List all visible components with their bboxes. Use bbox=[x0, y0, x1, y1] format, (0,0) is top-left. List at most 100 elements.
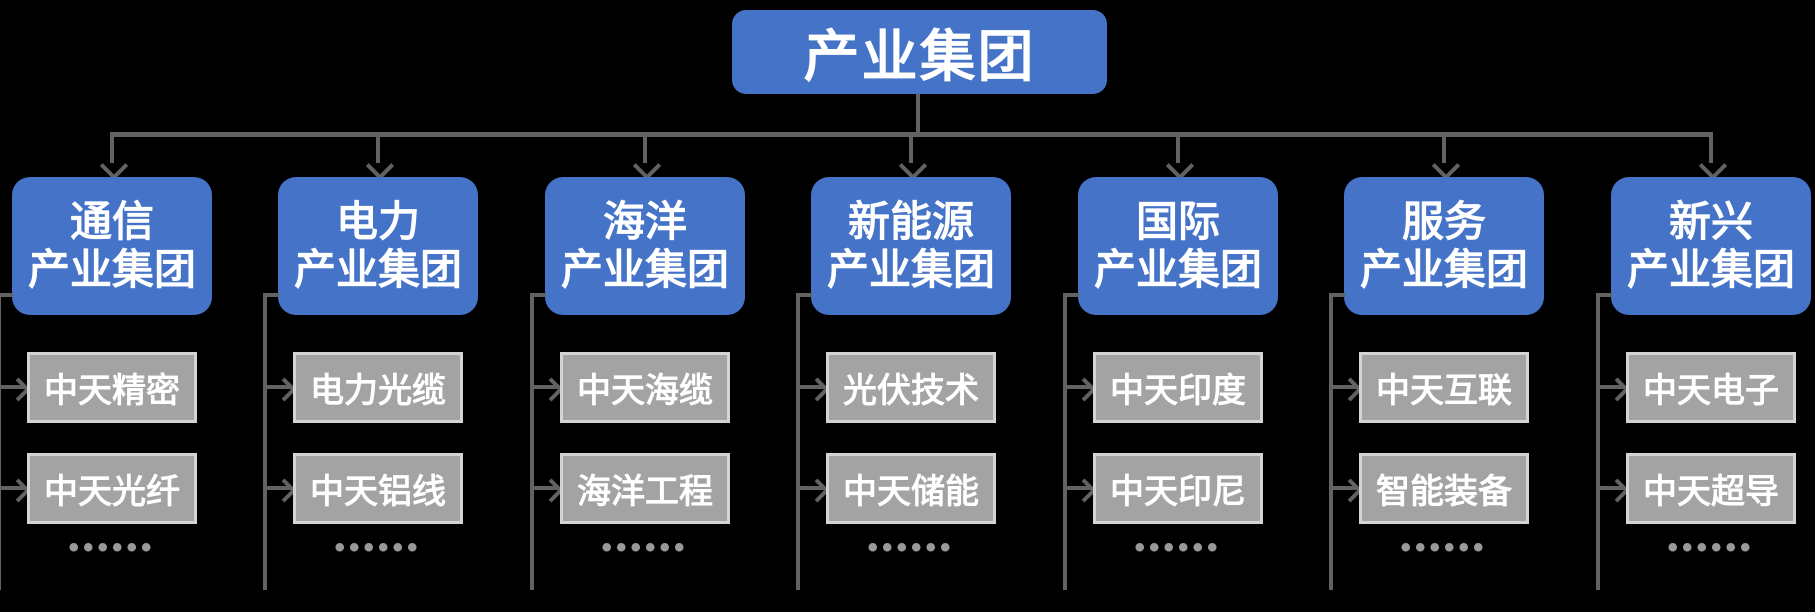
child-node-label: 中天互联 bbox=[1376, 372, 1512, 410]
root-node-label: 产业集团 bbox=[803, 24, 1036, 88]
child-node: 光伏技术 bbox=[826, 352, 996, 423]
branch-label-line2: 产业集团 bbox=[293, 246, 462, 293]
connector-stub bbox=[1598, 293, 1612, 297]
branch-label-line2: 产业集团 bbox=[826, 246, 995, 293]
child-node: 海洋工程 bbox=[560, 453, 730, 524]
branch-label-line2: 产业集团 bbox=[1093, 246, 1262, 293]
child-node: 中天铝线 bbox=[293, 453, 463, 524]
connector-stub bbox=[798, 293, 812, 297]
connector-child-line bbox=[1065, 385, 1091, 389]
branch-label-line1: 新能源 bbox=[847, 198, 974, 245]
branch-label-line2: 产业集团 bbox=[27, 246, 196, 293]
more-dots: •••••• bbox=[1400, 531, 1488, 564]
branch-node: 服务 产业集团 bbox=[1344, 177, 1544, 315]
arrow-down-icon bbox=[99, 151, 129, 181]
connector-child-line bbox=[532, 385, 558, 389]
child-node-label: 海洋工程 bbox=[577, 473, 713, 511]
connector-drop bbox=[110, 132, 114, 163]
child-node: 中天印尼 bbox=[1093, 453, 1263, 524]
child-node: 中天精密 bbox=[27, 352, 197, 423]
connector-child-line bbox=[0, 385, 25, 389]
child-node-label: 中天电子 bbox=[1643, 372, 1779, 410]
child-node-label: 中天印尼 bbox=[1110, 473, 1246, 511]
branch-column: 海洋 产业集团 中天海缆 海洋工程 •••••• bbox=[530, 132, 760, 612]
connector-child-line bbox=[798, 486, 824, 490]
branch-node: 通信 产业集团 bbox=[12, 177, 212, 315]
branch-node: 国际 产业集团 bbox=[1078, 177, 1278, 315]
child-node: 中天互联 bbox=[1359, 352, 1529, 423]
branch-label-line2: 产业集团 bbox=[1359, 246, 1528, 293]
more-dots: •••••• bbox=[1134, 531, 1222, 564]
branch-column: 通信 产业集团 中天精密 中天光纤 •••••• bbox=[0, 132, 227, 612]
child-node: 中天电子 bbox=[1626, 352, 1796, 423]
arrow-down-icon bbox=[632, 151, 662, 181]
more-dots: •••••• bbox=[68, 531, 156, 564]
more-dots: •••••• bbox=[601, 531, 689, 564]
branch-column: 国际 产业集团 中天印度 中天印尼 •••••• bbox=[1063, 132, 1293, 612]
branch-label-line1: 服务 bbox=[1401, 198, 1486, 245]
branch-label-line1: 新兴 bbox=[1668, 198, 1753, 245]
arrow-down-icon bbox=[1431, 151, 1461, 181]
child-node: 电力光缆 bbox=[293, 352, 463, 423]
connector-stub bbox=[532, 293, 546, 297]
connector-drop bbox=[376, 132, 380, 163]
child-node-label: 中天铝线 bbox=[310, 473, 446, 511]
connector-child-line bbox=[265, 486, 291, 490]
child-node: 中天海缆 bbox=[560, 352, 730, 423]
branch-column: 服务 产业集团 中天互联 智能装备 •••••• bbox=[1329, 132, 1559, 612]
connector-child-line bbox=[532, 486, 558, 490]
connector-drop bbox=[909, 132, 913, 163]
branch-node: 新能源 产业集团 bbox=[811, 177, 1011, 315]
connector-trunk bbox=[1596, 293, 1600, 590]
child-node-label: 中天光纤 bbox=[44, 473, 180, 511]
child-node: 中天光纤 bbox=[27, 453, 197, 524]
connector-trunk bbox=[1063, 293, 1067, 590]
child-node-label: 中天印度 bbox=[1110, 372, 1246, 410]
more-dots: •••••• bbox=[867, 531, 955, 564]
connector-drop bbox=[1176, 132, 1180, 163]
child-node: 中天储能 bbox=[826, 453, 996, 524]
child-node-label: 中天海缆 bbox=[577, 372, 713, 410]
more-dots: •••••• bbox=[334, 531, 422, 564]
connector-root-drop bbox=[916, 94, 920, 133]
connector-stub bbox=[0, 293, 13, 297]
branch-label-line2: 产业集团 bbox=[560, 246, 729, 293]
child-node-label: 电力光缆 bbox=[310, 372, 446, 410]
connector-child-line bbox=[1331, 385, 1357, 389]
connector-stub bbox=[1065, 293, 1079, 297]
connector-trunk bbox=[1329, 293, 1333, 590]
child-node: 中天印度 bbox=[1093, 352, 1263, 423]
connector-trunk bbox=[530, 293, 534, 590]
connector-trunk bbox=[0, 293, 1, 590]
connector-child-line bbox=[1331, 486, 1357, 490]
connector-trunk bbox=[263, 293, 267, 590]
connector-drop bbox=[1442, 132, 1446, 163]
child-node: 智能装备 bbox=[1359, 453, 1529, 524]
branch-node: 海洋 产业集团 bbox=[545, 177, 745, 315]
branch-node: 电力 产业集团 bbox=[278, 177, 478, 315]
child-node-label: 中天储能 bbox=[843, 473, 979, 511]
connector-drop bbox=[643, 132, 647, 163]
child-node-label: 中天超导 bbox=[1643, 473, 1779, 511]
branch-label-line1: 国际 bbox=[1135, 198, 1220, 245]
connector-child-line bbox=[1065, 486, 1091, 490]
branch-column: 新能源 产业集团 光伏技术 中天储能 •••••• bbox=[796, 132, 1026, 612]
connector-child-line bbox=[798, 385, 824, 389]
connector-stub bbox=[265, 293, 279, 297]
branch-column: 电力 产业集团 电力光缆 中天铝线 •••••• bbox=[263, 132, 493, 612]
connector-child-line bbox=[1598, 486, 1624, 490]
connector-child-line bbox=[265, 385, 291, 389]
child-node-label: 光伏技术 bbox=[843, 372, 979, 410]
branch-column: 新兴 产业集团 中天电子 中天超导 •••••• bbox=[1596, 132, 1815, 612]
connector-child-line bbox=[1598, 385, 1624, 389]
more-dots: •••••• bbox=[1667, 531, 1755, 564]
arrow-down-icon bbox=[898, 151, 928, 181]
child-node-label: 中天精密 bbox=[44, 372, 180, 410]
arrow-down-icon bbox=[1698, 151, 1728, 181]
connector-drop bbox=[1709, 132, 1713, 163]
root-node: 产业集团 bbox=[732, 10, 1107, 94]
branch-label-line1: 海洋 bbox=[602, 198, 687, 245]
arrow-down-icon bbox=[1165, 151, 1195, 181]
connector-child-line bbox=[0, 486, 25, 490]
